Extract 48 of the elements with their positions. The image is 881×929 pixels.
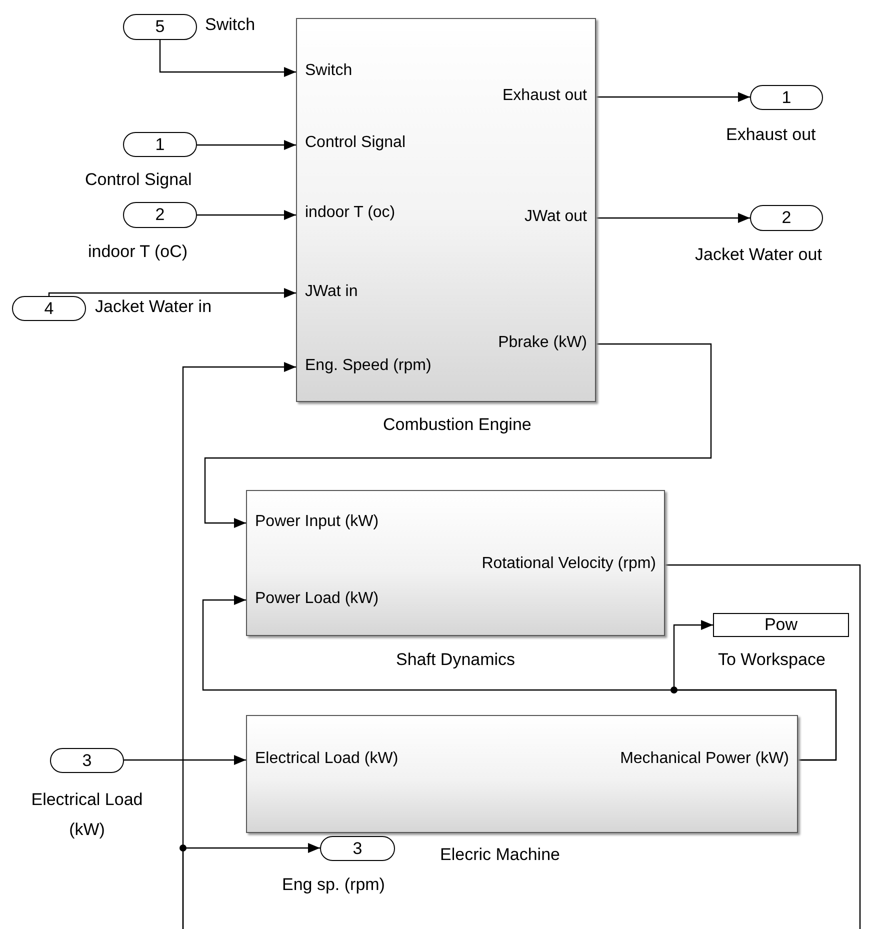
block-caption: Exhaust out (726, 124, 816, 146)
signal-line (182, 843, 320, 929)
port-label: Switch (305, 61, 352, 81)
signal-line (48, 288, 296, 298)
signal-line (197, 210, 296, 220)
port-label: JWat out (524, 207, 587, 227)
port-block: 5 (123, 14, 197, 40)
port-block: 1 (750, 85, 823, 110)
block-caption: To Workspace (718, 649, 826, 671)
port-label: Control Signal (305, 133, 406, 153)
block-caption: Eng sp. (rpm) (282, 874, 385, 896)
port-label: Power Load (kW) (255, 589, 379, 609)
port-label: JWat in (305, 282, 358, 302)
port-label: Exhaust out (502, 86, 587, 106)
signal-line (124, 755, 246, 765)
block-caption: Electrical Load (kW) (30, 789, 144, 841)
signal-line (673, 620, 837, 761)
signal-line (204, 343, 712, 528)
port-block: 3 (320, 836, 395, 861)
signal-line (596, 213, 750, 223)
block-caption: Elecric Machine (440, 844, 560, 866)
port-block: 2 (750, 205, 823, 231)
signal-line (159, 40, 296, 77)
port-label: Rotational Velocity (rpm) (482, 554, 656, 574)
signal-line (197, 140, 296, 150)
block-caption: Jacket Water out (695, 244, 822, 266)
signal-line (596, 92, 750, 102)
block-caption: Control Signal (85, 169, 192, 191)
to-workspace-block: Pow (713, 613, 849, 637)
block-caption: Jacket Water in (95, 296, 212, 318)
port-label: Pbrake (kW) (498, 333, 587, 353)
block-caption: Combustion Engine (383, 414, 532, 436)
subsystem-block (246, 715, 798, 833)
port-block: 2 (123, 202, 197, 228)
port-label: Electrical Load (kW) (255, 749, 398, 769)
port-block: 4 (12, 296, 86, 321)
port-block: 3 (50, 748, 124, 773)
port-label: indoor T (oc) (305, 203, 396, 223)
block-caption: Shaft Dynamics (396, 649, 516, 671)
subsystem-block (246, 490, 665, 636)
port-label: Power Input (kW) (255, 512, 379, 532)
port-label: Mechanical Power (kW) (620, 749, 789, 769)
block-caption: Switch (205, 14, 256, 36)
port-label: Eng. Speed (rpm) (305, 356, 432, 376)
block-caption: indoor T (oC) (88, 241, 188, 263)
port-block: 1 (123, 132, 197, 157)
signal-line (665, 564, 861, 929)
subsystem-block (296, 18, 596, 402)
